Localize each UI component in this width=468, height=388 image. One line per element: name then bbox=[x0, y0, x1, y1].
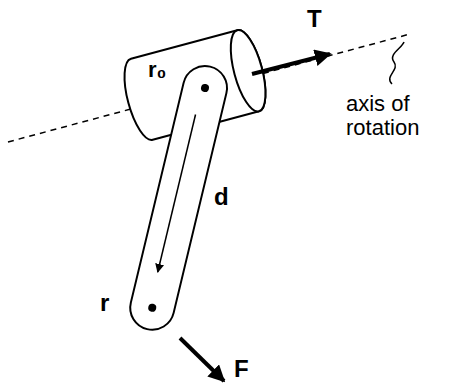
distance-arrow bbox=[158, 115, 196, 273]
lever-arm bbox=[126, 61, 232, 334]
point-label: r bbox=[100, 290, 109, 316]
axis-label: axis of rotation bbox=[346, 92, 464, 140]
force-arrow bbox=[180, 338, 224, 381]
torque-arrow bbox=[252, 54, 330, 74]
leader-line bbox=[390, 42, 404, 84]
distance-label: d bbox=[214, 184, 229, 210]
torque-label: T bbox=[307, 6, 322, 32]
point-label: r₀ bbox=[148, 58, 166, 82]
force-label: F bbox=[234, 356, 249, 382]
